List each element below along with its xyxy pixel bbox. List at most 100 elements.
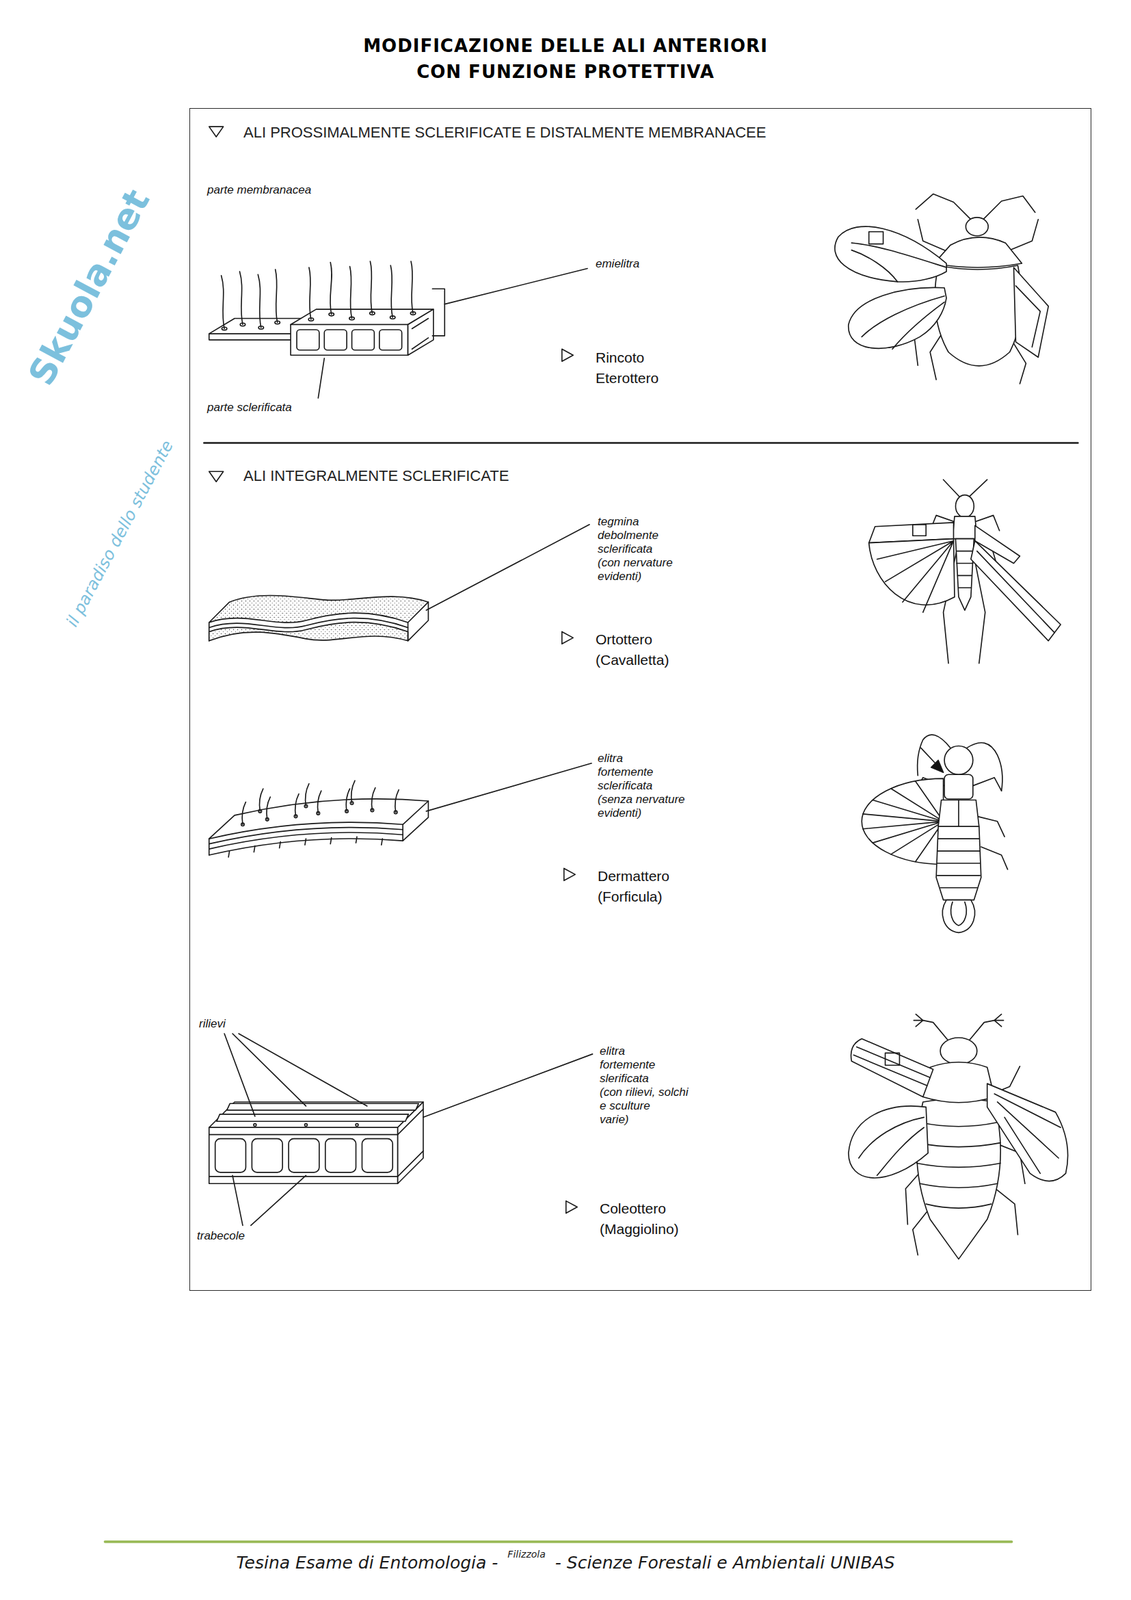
text-line: Dermattero [597, 865, 670, 887]
hemelytron-section [379, 329, 403, 351]
elytron-section [266, 796, 271, 820]
taxon-label: Ortottero (Cavalletta) [595, 629, 669, 671]
text-line: evidenti) [597, 569, 673, 584]
text-line: Ortottero [595, 629, 669, 650]
beetle-elytron-section [288, 1138, 320, 1173]
beetle-elytron-section [227, 1102, 419, 1110]
beetle-elytron-section [209, 1033, 593, 1225]
text-line: Eterottero [595, 367, 659, 389]
part-label: rilievi [198, 1016, 226, 1031]
section-divider [203, 441, 1078, 444]
hemelytron-section [408, 309, 434, 355]
text-line: Rincoto [595, 347, 659, 368]
hemelytron-section [258, 326, 264, 329]
elytron-section [305, 783, 310, 807]
detail-marker [869, 231, 884, 245]
detail-marker [912, 524, 926, 536]
beetle-elytron-section [215, 1138, 247, 1173]
elytron-section [259, 788, 263, 811]
heteroptera-figure [934, 265, 1022, 366]
beetle-elytron-section [209, 1101, 424, 1127]
hemelytron-section [275, 269, 278, 323]
elytron-section [209, 763, 592, 857]
heteroptera-figure [851, 250, 898, 282]
grasshopper-figure [955, 495, 974, 518]
earwig-figure [937, 838, 981, 888]
hemelytron-section [410, 311, 416, 315]
hemelytron-section [309, 267, 312, 320]
tegmen-section [209, 524, 590, 641]
elytron-section [265, 817, 269, 821]
part-label: tegmina debolmente sclerificata (con ner… [597, 514, 673, 584]
text-line: debolmente [597, 528, 673, 543]
leader-line [232, 1033, 306, 1106]
heteroptera-figure [861, 296, 945, 338]
text-line: (con nervature [597, 555, 673, 570]
grasshopper-figure [956, 551, 974, 589]
elytron-section [258, 809, 262, 813]
elytron-section [295, 793, 299, 817]
page-footer: Tesina Esame di Entomologia -Filizzola- … [0, 1548, 1131, 1573]
hemelytron-section [390, 265, 393, 318]
elytron-section [294, 814, 297, 818]
tegmen-section [209, 622, 409, 641]
panel-frame: ALI PROSSIMALMENTE SCLERIFICATE E DISTAL… [189, 108, 1092, 1291]
pointer-triangle [562, 348, 574, 362]
hemelytron-section [274, 320, 280, 324]
earwig-figure [944, 745, 974, 775]
text-line: (Maggiolino) [599, 1218, 680, 1240]
elytron-section [350, 801, 353, 805]
hemelytron-section [257, 274, 261, 328]
grasshopper-figure [977, 551, 1055, 633]
grasshopper-figure [943, 479, 961, 497]
beetle-elytron-section [209, 1126, 398, 1183]
beetle-elytron-section [325, 1138, 357, 1173]
beetle-elytron-section [253, 1123, 257, 1127]
beetle-elytron-section [361, 1138, 393, 1173]
grasshopper-figure [970, 540, 1061, 641]
footer-text: Tesina Esame di Entomologia - [235, 1552, 498, 1573]
text-line: (senza nervature [597, 792, 686, 807]
grasshopper-figure [877, 540, 954, 612]
earwig-figure [951, 901, 967, 926]
elytron-section [304, 804, 308, 807]
beetle-figure [916, 1098, 1002, 1259]
leader-line [444, 268, 588, 304]
text-line: elitra [599, 1044, 688, 1058]
leader-line [317, 358, 325, 398]
elytron-section [395, 789, 399, 813]
text-line: tegmina [597, 514, 673, 529]
section-heading: ALI INTEGRALMENTE SCLERIFICATE [243, 467, 509, 485]
hemelytron-section [350, 265, 353, 318]
part-label: elitra fortemente slerificata (con rilie… [599, 1044, 688, 1127]
hemelytron-section [328, 312, 334, 316]
heteroptera-figure [1013, 267, 1049, 357]
elytron-section [351, 780, 355, 803]
beetle-figure [923, 1061, 995, 1103]
beetle-figure [858, 1116, 924, 1175]
earwig-figure [861, 734, 1008, 933]
pointer-arrow [921, 747, 938, 765]
text-line: fortemente [597, 765, 686, 779]
hemelytron-section [296, 329, 320, 351]
beetle-figure [853, 1046, 930, 1086]
elytron-section [345, 809, 349, 813]
watermark: il paradiso dello studente [62, 436, 178, 630]
elytron-section [316, 811, 320, 815]
text-line: elitra [597, 751, 686, 766]
heteroptera-figure [834, 194, 1049, 384]
taxon-label: Dermattero (Forficula) [597, 865, 670, 907]
elytron-section [371, 787, 376, 811]
elytron-section [241, 822, 245, 826]
beetle-elytron-section [216, 1113, 409, 1121]
beetle-figure [916, 1122, 1001, 1208]
line-art [105, 126, 1079, 1542]
text-line: varie) [599, 1112, 688, 1127]
leader-line [238, 1033, 368, 1106]
beetle-figure [940, 1037, 978, 1064]
text-line: evidenti) [597, 806, 686, 820]
elytron-section [393, 810, 397, 814]
